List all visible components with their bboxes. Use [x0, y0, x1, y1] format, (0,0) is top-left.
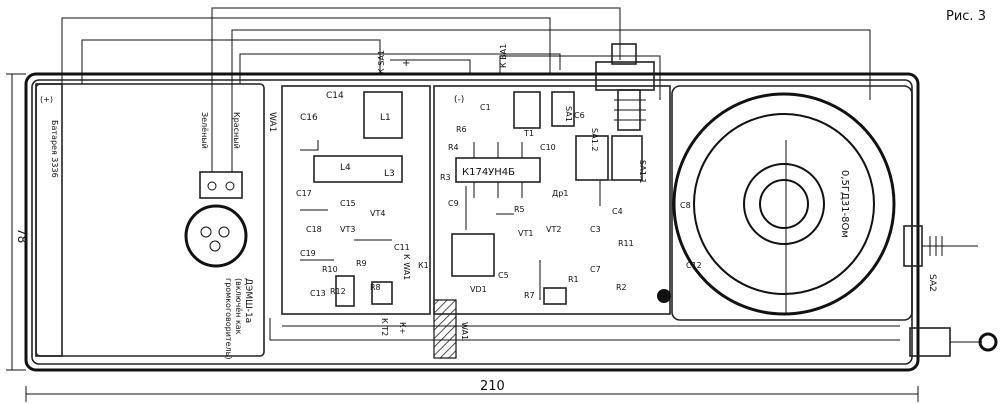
- svg-text:громкоговоритель): громкоговоритель): [224, 278, 233, 359]
- top-wiring: [61, 7, 871, 172]
- svg-text:R4: R4: [448, 143, 459, 152]
- svg-text:R6: R6: [456, 125, 467, 134]
- svg-text:78: 78: [15, 228, 29, 243]
- rf-board: L1 L4 L3 С14 С16 С17 С15 С18 С19 VT3 VT4…: [267, 85, 431, 315]
- svg-text:Др1: Др1: [552, 189, 568, 198]
- svg-text:R2: R2: [616, 283, 627, 292]
- svg-text:VT3: VT3: [340, 225, 355, 234]
- svg-text:С11: С11: [394, 243, 410, 252]
- microphone-capsule: ДЭМШ-1а (включён как громкоговоритель) З…: [184, 112, 253, 359]
- svg-text:VT2: VT2: [546, 225, 561, 234]
- amplifier-board: К174УН4Б Т1 С1 R6 R4 R3 С9 С10 С6 Др1 R5…: [402, 58, 671, 315]
- bottom-wiring: [269, 318, 900, 341]
- svg-text:С1: С1: [480, 103, 491, 112]
- svg-text:С17: С17: [296, 189, 312, 198]
- svg-text:WA1: WA1: [460, 322, 469, 340]
- svg-text:С3: С3: [590, 225, 601, 234]
- svg-text:(+): (+): [40, 95, 53, 104]
- svg-text:R9: R9: [356, 259, 367, 268]
- svg-text:R1: R1: [568, 275, 579, 284]
- svg-text:(включён как: (включён как: [234, 278, 243, 335]
- svg-text:С18: С18: [306, 225, 322, 234]
- switch-sa1-assembly: [595, 43, 655, 131]
- svg-text:R8: R8: [370, 283, 381, 292]
- svg-text:С19: С19: [300, 249, 316, 258]
- speaker-label: 0,5ГД31-8Ом: [839, 170, 850, 238]
- svg-text:С14: С14: [326, 91, 344, 101]
- svg-text:Т1: Т1: [523, 129, 534, 138]
- connector-ksa1: К SA1: [377, 50, 386, 74]
- speaker: 0,5ГД31-8Ом С8 С12: [671, 85, 913, 321]
- svg-text:Батарея 3336: Батарея 3336: [50, 120, 59, 178]
- svg-text:R10: R10: [322, 265, 338, 274]
- svg-text:210: 210: [480, 379, 505, 394]
- antenna-rod: [909, 327, 998, 357]
- connector-kt2: К Т2: [380, 318, 389, 336]
- svg-text:С15: С15: [340, 199, 356, 208]
- svg-text:С5: С5: [498, 271, 509, 280]
- svg-text:SA1.2: SA1.2: [590, 128, 599, 151]
- svg-text:L4: L4: [340, 163, 351, 173]
- svg-text:R12: R12: [330, 287, 346, 296]
- svg-text:SA2: SA2: [927, 274, 937, 292]
- svg-text:С10: С10: [540, 143, 556, 152]
- svg-text:R11: R11: [618, 239, 634, 248]
- svg-text:(-): (-): [454, 95, 464, 105]
- svg-text:Красный: Красный: [232, 112, 241, 149]
- svg-text:SA1: SA1: [564, 106, 573, 122]
- svg-text:С8: С8: [680, 201, 691, 210]
- svg-text:С9: С9: [448, 199, 459, 208]
- ic-label: К174УН4Б: [462, 167, 515, 178]
- svg-text:С13: С13: [310, 289, 326, 298]
- connector-kba1: К ВА1: [499, 44, 508, 68]
- connector-kwa1: К WA1: [402, 254, 411, 280]
- svg-text:С4: С4: [612, 207, 623, 216]
- svg-text:R7: R7: [524, 291, 535, 300]
- case-outline: [24, 72, 920, 372]
- svg-text:SA1.1: SA1.1: [638, 160, 647, 183]
- svg-text:С16: С16: [300, 113, 318, 123]
- switch-sa2: SA2: [903, 225, 978, 292]
- svg-text:WA1: WA1: [267, 112, 277, 132]
- svg-text:L3: L3: [384, 169, 395, 179]
- switch-sa1-group: SA1.2 SA1.1 SA1: [564, 106, 647, 183]
- figure-caption: Рис. 3: [946, 9, 986, 24]
- antenna-channel: WA1: [433, 299, 469, 359]
- svg-text:С7: С7: [590, 265, 601, 274]
- svg-text:VT1: VT1: [518, 229, 533, 238]
- case-inner-outline: [31, 79, 913, 365]
- svg-text:L1: L1: [380, 113, 391, 123]
- svg-text:VT4: VT4: [370, 209, 385, 218]
- dimension-width: 210: [25, 379, 919, 402]
- svg-text:ДЭМШ-1а: ДЭМШ-1а: [243, 278, 253, 323]
- svg-text:R3: R3: [440, 173, 451, 182]
- dimension-height: 78: [6, 73, 29, 371]
- svg-text:С6: С6: [574, 111, 585, 120]
- svg-text:С12: С12: [686, 261, 702, 270]
- svg-text:Зелёный: Зелёный: [200, 112, 209, 149]
- svg-text:R5: R5: [514, 205, 525, 214]
- svg-text:VD1: VD1: [470, 285, 487, 294]
- svg-text:+: +: [402, 58, 410, 69]
- connector-kx1: К+: [398, 322, 407, 334]
- connector-k1: К1: [418, 261, 429, 270]
- battery-compartment: Батарея 3336 (+): [35, 83, 265, 357]
